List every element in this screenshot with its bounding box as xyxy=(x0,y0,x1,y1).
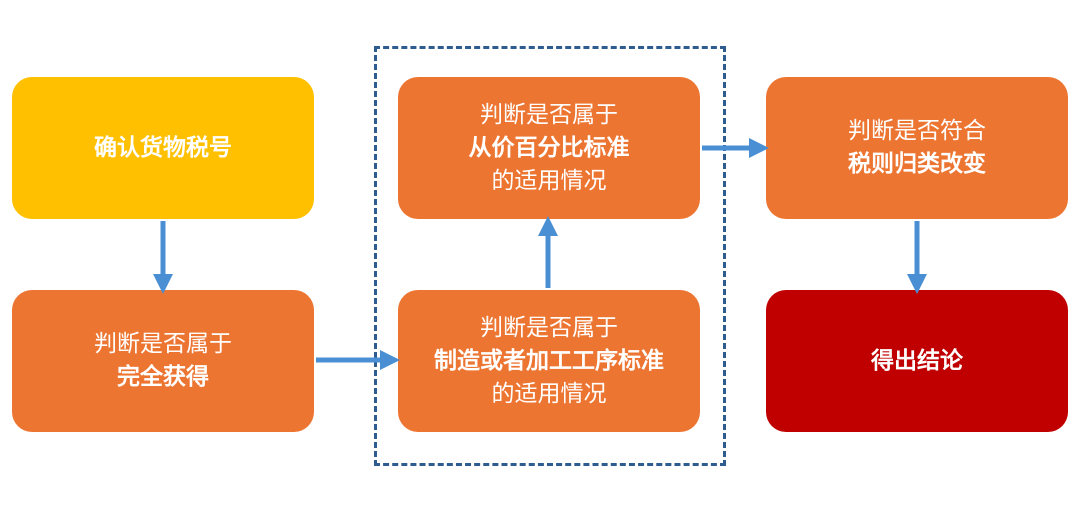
step-label: 判断是否符合 xyxy=(848,118,986,144)
step-label-emphasis: 税则归类改变 xyxy=(848,151,986,177)
step-label: 的适用情况 xyxy=(491,380,607,407)
step-label: 判断是否属于 xyxy=(480,101,618,128)
step-confirm-tariff-number: 确认货物税号 xyxy=(12,77,314,219)
step-label: 确认货物税号 xyxy=(94,134,232,161)
step-processing-standard: 判断是否属于 制造或者加工工序标准 的适用情况 xyxy=(398,290,700,432)
step-label: 得出结论 xyxy=(871,347,963,374)
step-tariff-classification-change: 判断是否符合 税则归类改变 xyxy=(766,77,1068,219)
step-label: 判断是否属于 xyxy=(94,331,232,357)
step-label: 的适用情况 xyxy=(491,167,607,194)
step-label-emphasis: 从价百分比标准 xyxy=(468,134,630,161)
step-label: 判断是否属于 xyxy=(480,314,618,341)
step-conclusion: 得出结论 xyxy=(766,290,1068,432)
step-label-emphasis: 完全获得 xyxy=(117,364,209,390)
step-wholly-obtained: 判断是否属于 完全获得 xyxy=(12,290,314,432)
step-label-emphasis: 制造或者加工工序标准 xyxy=(434,347,664,374)
step-ad-valorem-percentage: 判断是否属于 从价百分比标准 的适用情况 xyxy=(398,77,700,219)
criteria-group-frame xyxy=(374,46,726,466)
